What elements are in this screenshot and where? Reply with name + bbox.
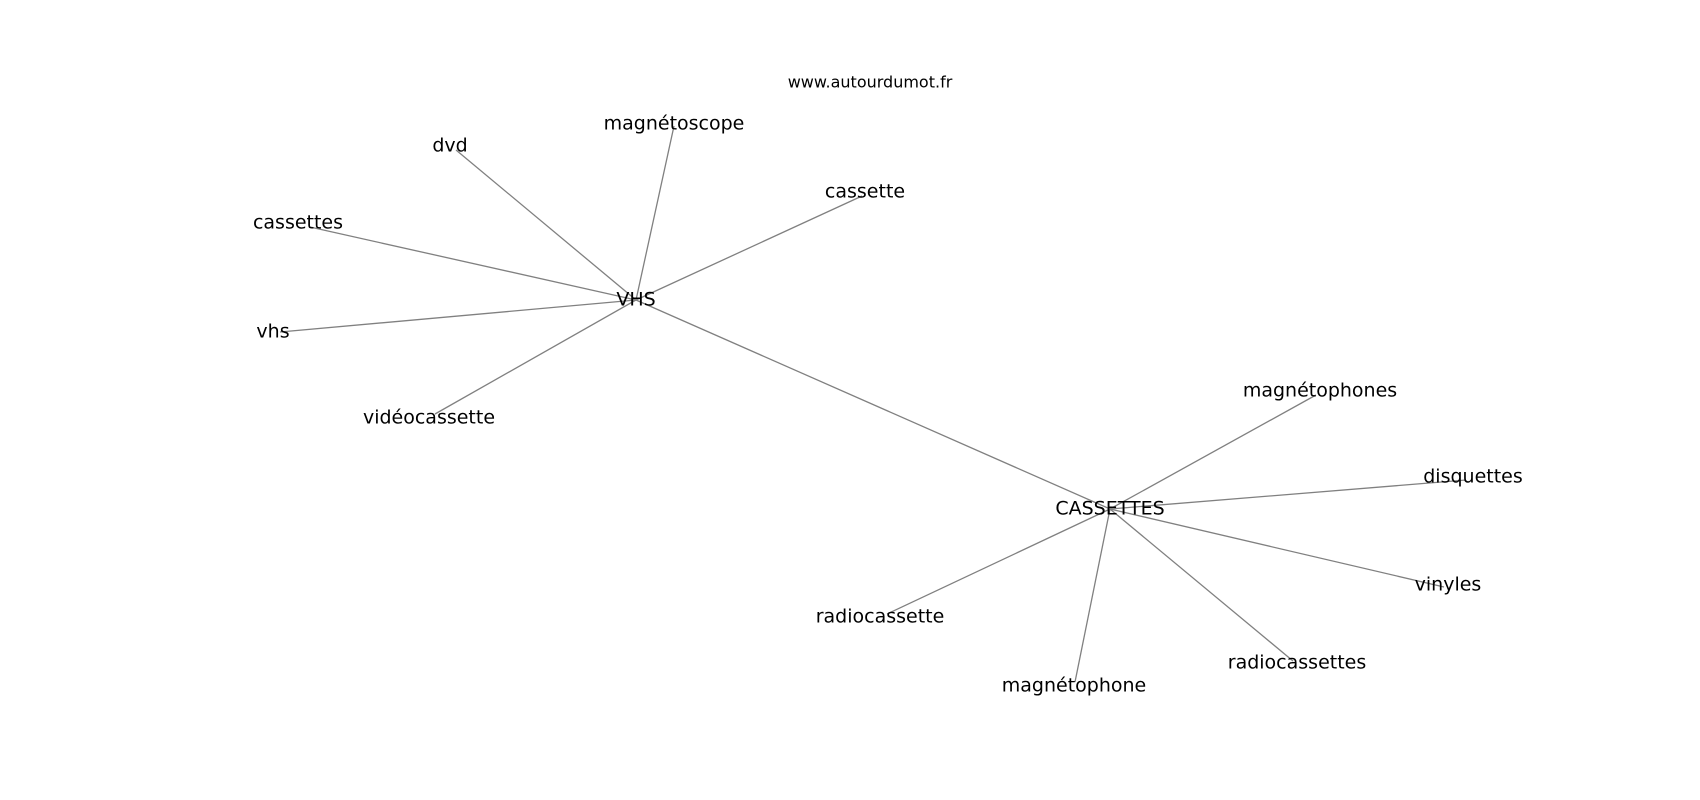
edge-vhs_hub-cassettes: [309, 226, 637, 301]
node-dvd[interactable]: dvd: [432, 134, 468, 157]
edge-cassettes_hub-vinyles: [1109, 508, 1445, 588]
node-vinyles[interactable]: vinyles: [1414, 573, 1482, 596]
edge-cassettes_hub-magnetophone: [1074, 508, 1111, 683]
edge-vhs_hub-videocassette: [434, 299, 637, 415]
node-magnetophones[interactable]: magnétophones: [1242, 379, 1398, 402]
edge-cassettes_hub-radiocassette: [886, 508, 1111, 615]
edge-vhs_hub-cassettes_hub: [635, 299, 1111, 510]
edge-vhs_hub-cassette: [635, 195, 863, 301]
node-vhs-hub[interactable]: VHS: [616, 288, 656, 311]
edge-cassettes_hub-magnetophones: [1109, 394, 1317, 510]
node-radiocassettes[interactable]: radiocassettes: [1227, 651, 1367, 674]
edge-cassettes_hub-disquettes: [1109, 479, 1467, 510]
node-cassettes[interactable]: cassettes: [252, 211, 344, 234]
edge-vhs_hub-vhs: [279, 299, 637, 333]
node-radiocassette[interactable]: radiocassette: [815, 605, 945, 628]
edge-vhs_hub-magnetoscope: [635, 125, 675, 301]
node-disquettes[interactable]: disquettes: [1423, 465, 1523, 488]
edge-cassettes_hub-radiocassettes: [1109, 508, 1294, 662]
source-url[interactable]: www.autourdumot.fr: [787, 72, 953, 92]
node-cassettes-hub[interactable]: CASSETTES: [1055, 497, 1165, 520]
node-cassette[interactable]: cassette: [824, 180, 906, 203]
node-vhs[interactable]: vhs: [256, 320, 290, 343]
node-videocassette[interactable]: vidéocassette: [362, 406, 496, 429]
node-magnetoscope[interactable]: magnétoscope: [603, 112, 745, 135]
node-magnetophone[interactable]: magnétophone: [1001, 674, 1147, 697]
edge-vhs_hub-dvd: [455, 149, 637, 301]
